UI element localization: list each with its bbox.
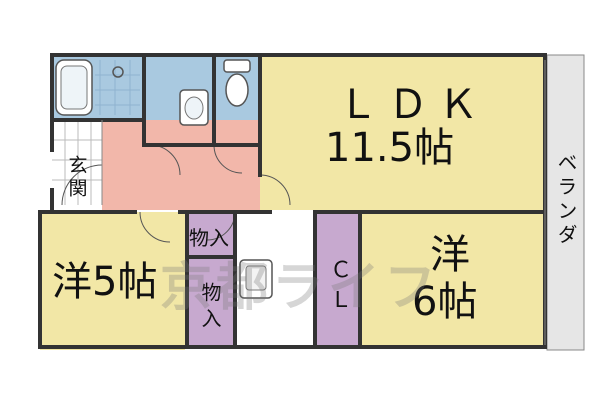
storage-lower-char: 物入 (198, 282, 222, 334)
closet-label: ＣＬ (325, 258, 351, 318)
storage-lower-floor (187, 257, 235, 347)
balcony-floor (546, 54, 585, 351)
entrance-label: 玄関 (64, 155, 88, 201)
storage-upper-label: 物入 (189, 226, 229, 250)
closet-floor (315, 212, 360, 347)
ldk-size-label: 11.5帖 (325, 125, 455, 171)
storage-lower-label: 物入 (198, 282, 222, 334)
bath-tiles (95, 60, 140, 115)
kitchen-sink-icon (239, 259, 273, 299)
storage-upper-floor (187, 212, 235, 257)
balcony-label: ベランダ (553, 152, 579, 248)
washbasin-icon (179, 89, 209, 126)
western-right-floor (360, 212, 545, 347)
thin-lines (101, 60, 546, 345)
western-right-name-label: 洋 (430, 232, 470, 278)
entrance-tiles (52, 120, 102, 205)
toilet-icon (223, 59, 251, 107)
bathtub-icon (55, 59, 93, 116)
balcony-text: ベランダ (554, 152, 578, 248)
hall-floor (102, 120, 260, 210)
watermark: 京都ライフ (160, 258, 441, 318)
ldk-name-label: ＬＤＫ (338, 82, 488, 128)
western-left-label: 洋5帖 (52, 259, 158, 305)
walls (38, 53, 547, 349)
western-left-floor (40, 212, 185, 350)
western-right-size-label: 6帖 (412, 279, 478, 325)
closet-text: ＣＬ (326, 258, 351, 318)
entrance-floor (52, 120, 102, 205)
ldk-floor (260, 55, 545, 210)
entrance-text: 玄関 (65, 155, 88, 201)
shower-icon (112, 66, 124, 78)
